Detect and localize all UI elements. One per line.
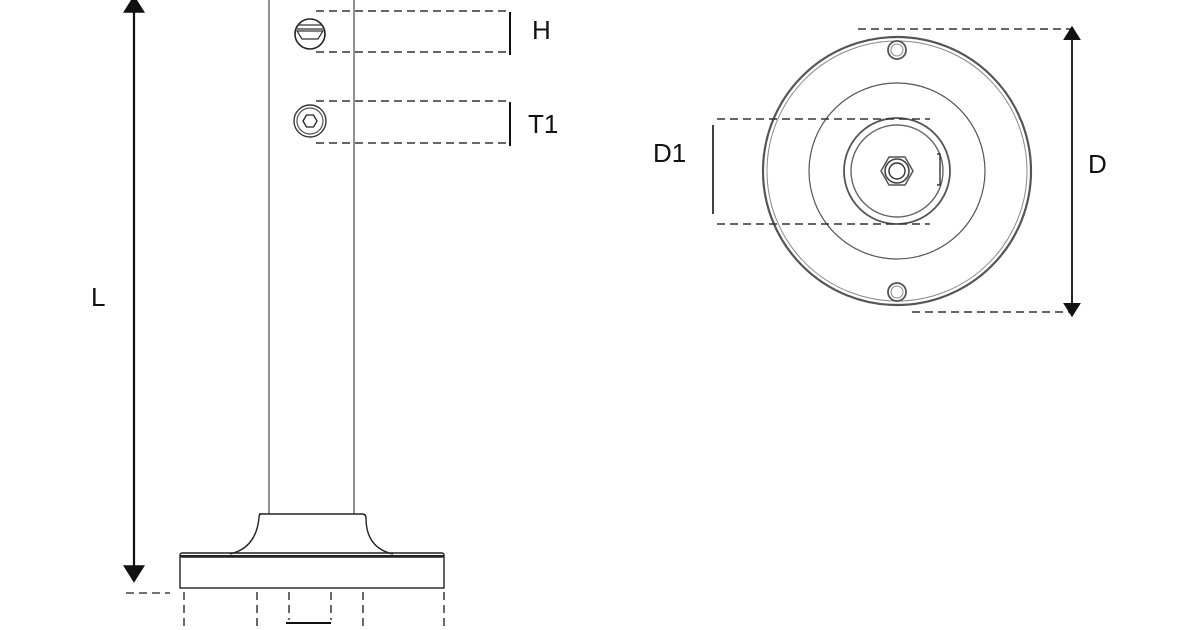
mount-hole-icon [887, 282, 907, 302]
base-flange [179, 513, 445, 589]
hole-icon [294, 18, 326, 50]
inner-base-circle [808, 82, 986, 260]
hole-height-label: H [532, 15, 551, 45]
outer-flange-circle [761, 35, 1033, 307]
screw-icon [293, 104, 327, 138]
thread-label: T1 [528, 109, 559, 139]
inner-diameter-label: D1 [653, 138, 687, 168]
length-label: L [91, 282, 106, 312]
top-view [712, 25, 1081, 318]
outer-diameter-label: D [1088, 149, 1107, 179]
mount-hole-icon [887, 40, 907, 60]
side-view [123, 0, 511, 630]
